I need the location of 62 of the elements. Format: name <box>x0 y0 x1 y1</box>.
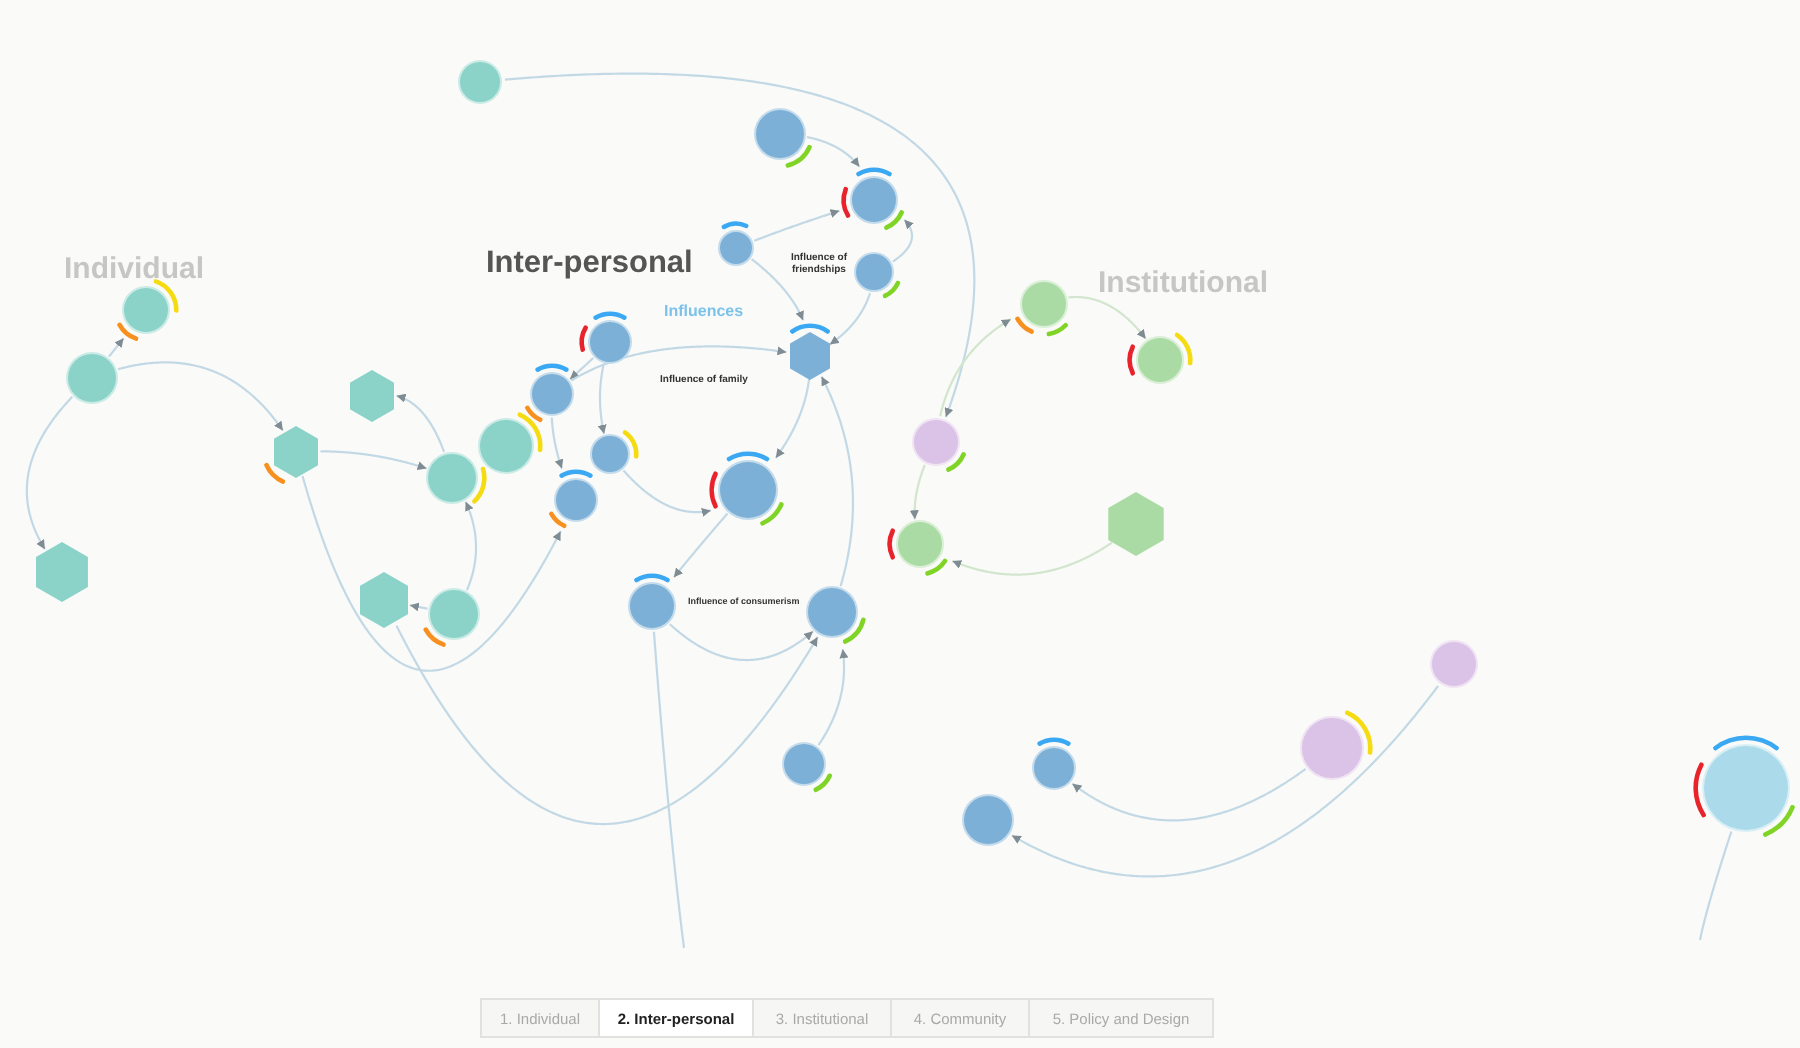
circle-node <box>806 586 858 638</box>
connector-arrow <box>909 464 926 520</box>
circle-node <box>962 794 1014 846</box>
connector-arrow <box>550 416 564 470</box>
connector-arrow <box>774 378 811 459</box>
section-heading: Inter-personal <box>486 246 693 282</box>
circle-node <box>782 742 826 786</box>
circle-node <box>896 520 944 568</box>
circle-node <box>1136 336 1184 384</box>
connector-arrow <box>892 219 914 263</box>
connector-arrow <box>597 363 607 435</box>
circle-node <box>912 418 960 466</box>
connector-arrow <box>951 541 1113 576</box>
circle-node <box>1430 640 1478 688</box>
connector-arrow <box>108 337 125 358</box>
connector-arrow <box>669 623 814 662</box>
subsection-heading: Influences <box>664 302 744 321</box>
circle-node <box>426 452 478 504</box>
connector-arrow <box>1071 768 1307 822</box>
connector-arrow <box>829 292 872 346</box>
connector-arrow <box>570 345 787 382</box>
connector-arrow <box>753 209 840 242</box>
circle-node <box>428 588 480 640</box>
circle-node <box>718 230 754 266</box>
circle-node <box>122 286 170 334</box>
circle-node <box>1032 746 1076 790</box>
connector-arrow <box>673 512 729 578</box>
connector-arrow <box>817 648 849 746</box>
circle-node <box>66 352 118 404</box>
connector-line <box>652 631 686 949</box>
circle-node <box>1020 280 1068 328</box>
connector-arrow <box>409 602 429 612</box>
circle-node <box>718 460 778 520</box>
circle-node <box>628 582 676 630</box>
circle-node <box>478 418 534 474</box>
circle-node <box>1702 744 1790 832</box>
circle-node <box>588 320 632 364</box>
connector-line <box>1698 831 1733 941</box>
circle-node <box>754 108 806 160</box>
connector-arrow <box>750 258 805 321</box>
connector-arrow <box>320 450 427 470</box>
circle-node <box>854 252 894 292</box>
connector-arrow <box>1011 685 1439 878</box>
connector-arrow <box>464 501 478 591</box>
connector-arrow <box>1068 295 1147 340</box>
circle-node <box>1300 716 1364 780</box>
connector-arrow <box>395 393 446 453</box>
connector-arrow <box>622 469 712 517</box>
circle-node <box>458 60 502 104</box>
circle-node <box>530 372 574 416</box>
circle-node <box>590 434 630 474</box>
connector-arrow <box>569 357 595 381</box>
circle-node <box>554 478 598 522</box>
connector-arrow <box>820 376 855 587</box>
circle-node <box>850 176 898 224</box>
connector-arrow <box>504 72 976 418</box>
connector-arrow <box>806 135 861 168</box>
connector-arrow <box>939 318 1012 417</box>
connector-arrow <box>301 475 562 672</box>
connector-arrow <box>395 625 819 826</box>
connector-arrow <box>25 396 74 550</box>
connector-arrow <box>117 361 284 432</box>
